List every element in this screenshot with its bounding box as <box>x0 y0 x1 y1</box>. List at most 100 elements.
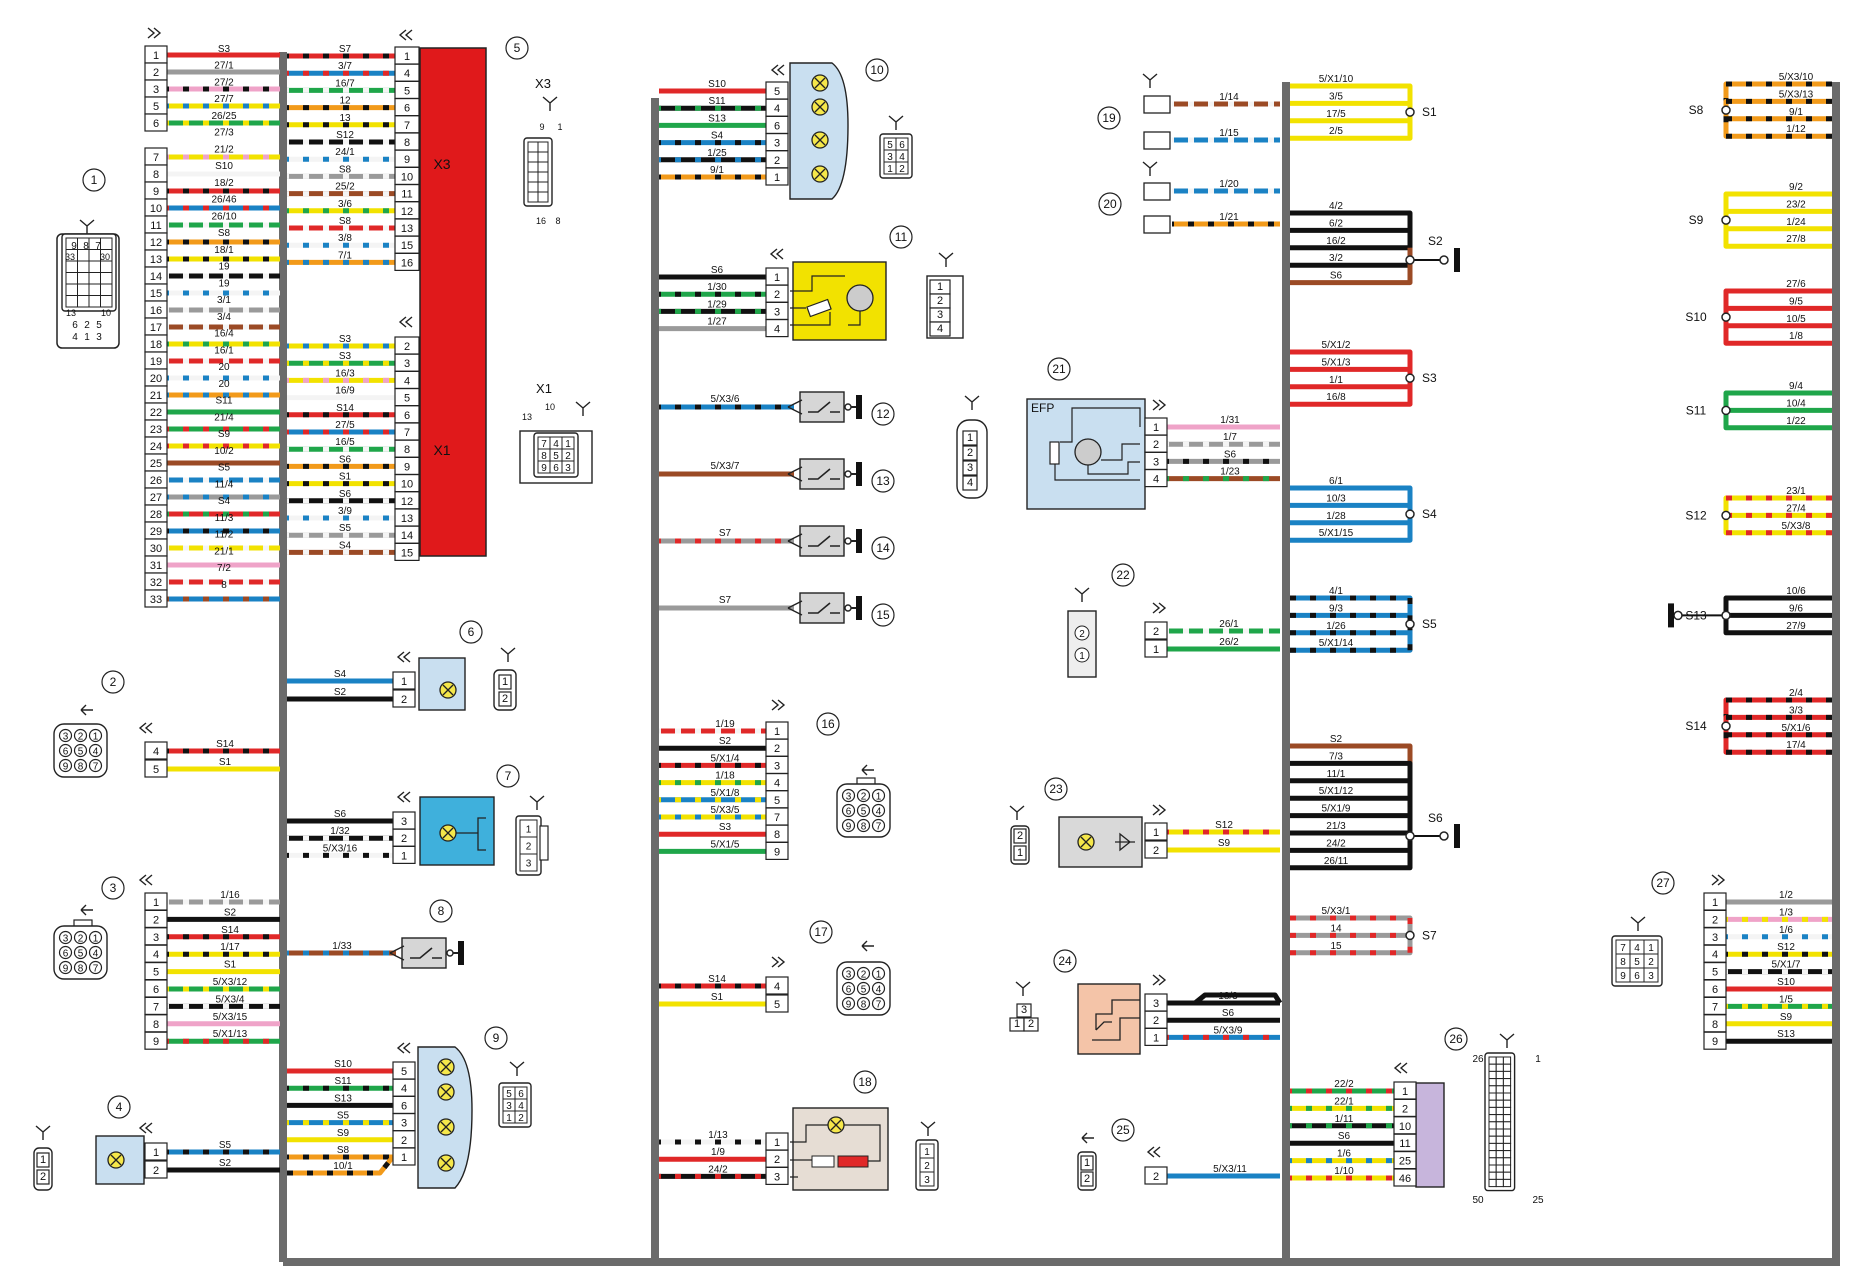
face-cell <box>527 151 539 163</box>
wire <box>1723 515 1832 536</box>
wire-label: 1/32 <box>330 826 350 837</box>
wire-stripe <box>1723 726 1832 755</box>
wire-label: 1/31 <box>1220 415 1240 426</box>
face-pin: 50 <box>1472 1195 1484 1206</box>
wire <box>1290 915 1413 936</box>
pin-number: 10 <box>401 479 413 491</box>
pin-number: 13 <box>150 254 162 266</box>
ground-icon <box>856 596 862 620</box>
pin-number: 4 <box>774 778 780 790</box>
wire-label: S1 <box>339 472 352 483</box>
pin-number: 3 <box>401 816 407 828</box>
wire-label: 1/18 <box>715 771 735 782</box>
face-cell <box>1488 1142 1497 1152</box>
pin-number: 1 <box>1084 1157 1090 1169</box>
ground-node <box>844 604 852 612</box>
wire-label: S1 <box>711 992 724 1003</box>
wire <box>1290 378 1413 407</box>
wire-label: 26/25 <box>211 111 236 122</box>
pin-number: 2 <box>1153 845 1159 857</box>
resistor-icon <box>1049 441 1060 465</box>
pin-number: 8 <box>774 829 780 841</box>
face-cell <box>527 141 539 153</box>
ref-circle <box>1098 192 1122 216</box>
ref-circle <box>871 603 895 627</box>
face-pin: 3 <box>506 1101 512 1112</box>
face-pin: 3 <box>565 463 571 474</box>
bus-lines <box>279 52 1840 1266</box>
wire-label: 10/5 <box>1786 314 1806 325</box>
switch-contact <box>808 535 840 547</box>
face-cell <box>856 803 871 818</box>
ref-number: 12 <box>876 407 890 421</box>
wire-label: 1/15 <box>1219 128 1239 139</box>
splice-node <box>1405 255 1415 265</box>
diode-icon <box>1115 832 1135 852</box>
pin-number: 3 <box>1153 998 1159 1010</box>
pin-box <box>962 445 978 461</box>
lamp-cross <box>814 134 826 146</box>
face-pin: 9 <box>1620 971 1626 982</box>
wire-label: 5/X1/10 <box>1319 74 1354 85</box>
wire <box>1723 726 1832 738</box>
face-cell <box>841 788 856 803</box>
face-cell <box>73 930 88 945</box>
face-pin: 7 <box>93 762 99 773</box>
ref-number: 6 <box>468 625 475 639</box>
pin-number: 2 <box>1712 914 1718 926</box>
wire-label: 10/3 <box>1326 493 1346 504</box>
wire-label: 1/17 <box>220 942 240 953</box>
splice-name: S1 <box>1422 105 1437 119</box>
ref-circle <box>496 764 520 788</box>
face-cell <box>895 161 909 175</box>
connector-mark <box>147 27 162 39</box>
pin-box <box>392 689 416 708</box>
pin-number: 3 <box>1021 1004 1027 1016</box>
pin-box <box>1144 1027 1168 1047</box>
connector-face <box>61 233 117 312</box>
splice-node <box>1721 510 1731 521</box>
ref-circle <box>865 58 889 82</box>
pin-number: 3 <box>774 306 780 318</box>
ground-node <box>844 537 852 545</box>
pin-number: 18 <box>150 339 162 351</box>
splice-node <box>1439 831 1449 841</box>
wire-label: 1/33 <box>332 941 352 952</box>
face-cell <box>65 295 78 308</box>
pin-number: 28 <box>150 509 162 521</box>
face-cell <box>537 151 549 163</box>
face-cell <box>58 930 73 945</box>
pin-box <box>1144 469 1168 488</box>
ref-number: 25 <box>1116 1123 1130 1137</box>
pin-number: 19 <box>150 356 162 368</box>
splice-name: S9 <box>1689 213 1704 227</box>
face-cell <box>1502 1092 1512 1101</box>
face-pin: 8 <box>78 964 84 975</box>
face-cell <box>73 945 88 960</box>
pin-number: 3 <box>404 358 410 370</box>
pin-number: 14 <box>401 530 413 542</box>
module-label-x3: X3 <box>433 156 450 172</box>
face-cell <box>88 272 101 285</box>
wire-label: S11 <box>708 96 725 107</box>
face-cell <box>1502 1063 1512 1072</box>
pin-number: 2 <box>40 1171 46 1183</box>
wire-label: 5/X1/13 <box>213 1029 248 1040</box>
pin-number: 4 <box>774 103 780 115</box>
ground-node <box>446 949 454 957</box>
connector-mark <box>396 651 411 663</box>
ref-number: 17 <box>814 925 828 939</box>
face-cell <box>1495 1106 1504 1116</box>
wire-label: S2 <box>334 687 347 698</box>
connector-face <box>498 1082 532 1128</box>
pin-number: 3 <box>937 309 943 321</box>
wire-label: S5 <box>337 1111 350 1122</box>
pin-number: 2 <box>1153 1171 1159 1183</box>
pin-box <box>1016 1003 1032 1018</box>
wire-label: 5/X3/16 <box>323 843 358 854</box>
face-pin: 4 <box>876 985 882 996</box>
ref-number: 14 <box>876 541 890 555</box>
wire-label: 5/X3/4 <box>216 994 245 1005</box>
face-cell <box>1488 1178 1497 1188</box>
splice-name: S11 <box>1686 403 1707 417</box>
